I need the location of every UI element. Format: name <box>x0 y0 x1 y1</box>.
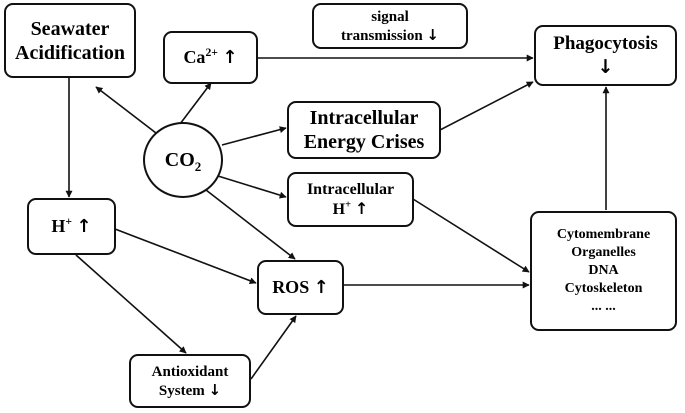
cell-components-node: Cytomembrane Organelles DNA Cytoskeleton… <box>530 211 677 331</box>
up-arrow-icon: ↑ <box>354 199 369 218</box>
intracellular-h-node: Intracellular H+ ↑ <box>287 172 414 227</box>
up-arrow-icon: ↑ <box>313 276 329 298</box>
co2-label: CO2 <box>164 148 202 174</box>
arrow-intracellular-h-to-cells <box>412 198 530 273</box>
h-plus-node: H+ ↑ <box>27 198 116 255</box>
seawater-line2: Acidification <box>15 41 125 64</box>
cell-component-item: Cytomembrane <box>556 226 651 242</box>
intracellular-h-base: H <box>332 201 346 218</box>
arrow-h-to-ros <box>114 228 257 285</box>
co2-node: CO2 <box>143 122 223 198</box>
signal-transmission-node: signal transmission ↓ <box>312 3 468 49</box>
arrow-co2-to-intracellular-h <box>217 175 287 199</box>
co2-subscript: 2 <box>194 159 202 174</box>
energy-line1: Intracellular <box>309 107 419 129</box>
seawater-acidification-node: Seawater Acidification <box>4 3 136 78</box>
intracellular-h-line2: H+ ↑ <box>333 199 369 219</box>
intracellular-h-charge: + <box>345 199 351 211</box>
signal-line2-text: transmission <box>340 27 423 44</box>
arrow-energy-to-phagocytosis <box>439 81 534 131</box>
energy-crises-node: Intracellular Energy Crises <box>287 101 441 159</box>
calcium-label: Ca2+ ↑ <box>183 45 238 69</box>
arrow-co2-to-seawater <box>95 86 157 134</box>
phagocytosis-title: Phagocytosis <box>553 32 658 54</box>
h-plus-charge: + <box>65 214 73 228</box>
arrow-antioxidant-to-ros <box>250 315 297 380</box>
calcium-base: Ca <box>183 46 206 67</box>
arrow-h-to-antioxidant <box>75 254 187 354</box>
antioxidant-system-node: Antioxidant System ↓ <box>129 354 251 408</box>
up-arrow-icon: ↑ <box>76 215 92 237</box>
down-arrow-icon: ↓ <box>426 25 439 44</box>
calcium-charge: 2+ <box>205 45 218 59</box>
arrow-co2-to-calcium <box>179 82 212 125</box>
up-arrow-icon: ↑ <box>222 46 238 68</box>
signal-line2: transmission ↓ <box>341 26 439 45</box>
signal-line1: signal <box>371 8 409 25</box>
co2-base: CO <box>164 149 195 171</box>
h-plus-label: H+ ↑ <box>51 214 92 238</box>
phagocytosis-node: Phagocytosis ↓ <box>534 25 677 86</box>
down-arrow-icon: ↓ <box>597 55 614 78</box>
antioxidant-line2: System ↓ <box>159 381 221 400</box>
antioxidant-line1: Antioxidant <box>151 363 229 380</box>
arrow-co2-to-energy <box>221 126 287 146</box>
cell-component-item: DNA <box>588 262 619 278</box>
ros-base: ROS <box>272 276 310 297</box>
arrow-co2-to-ros <box>205 189 296 260</box>
h-plus-base: H <box>51 215 66 236</box>
ros-node: ROS ↑ <box>257 260 344 315</box>
cell-component-item: ... ... <box>591 299 616 315</box>
antioxidant-line2-text: System <box>158 382 205 399</box>
ros-label: ROS ↑ <box>272 277 329 299</box>
cell-component-item: Cytoskeleton <box>564 281 643 297</box>
cell-component-item: Organelles <box>571 244 636 260</box>
calcium-node: Ca2+ ↑ <box>163 31 258 84</box>
down-arrow-icon: ↓ <box>208 380 222 399</box>
energy-line2: Energy Crises <box>303 131 425 153</box>
intracellular-h-line1: Intracellular <box>306 180 395 198</box>
seawater-line1: Seawater <box>30 17 110 40</box>
